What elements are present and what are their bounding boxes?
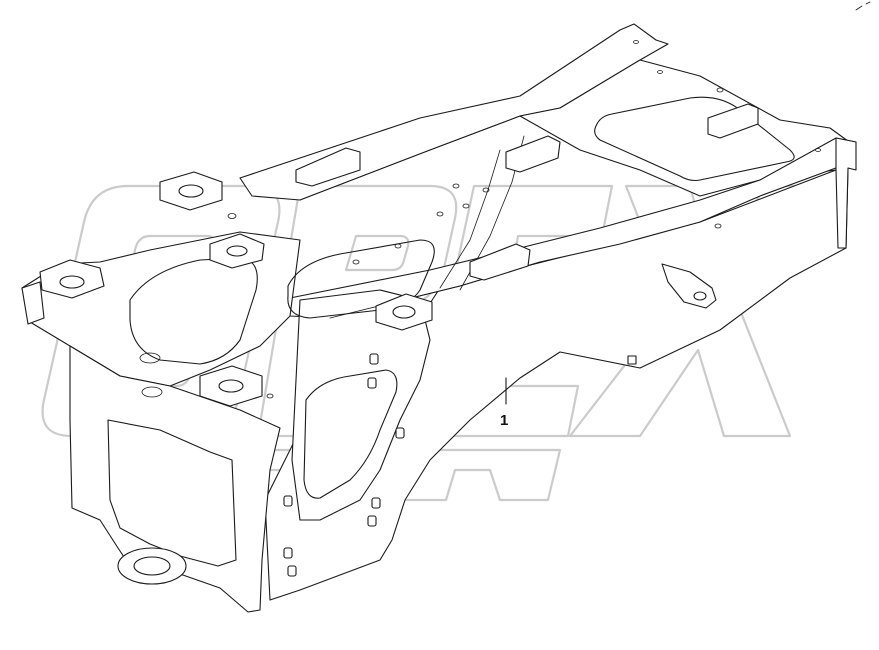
- pivot-boss-front-left: [39, 259, 105, 299]
- frame-bolt-holes: [139, 40, 821, 399]
- callout-label-1: 1: [500, 412, 508, 429]
- frame-rail-stiffener-3: [439, 149, 501, 289]
- frame-rear-recess: [594, 96, 795, 182]
- pivot-boss-center: [375, 293, 433, 331]
- frame-inner-window-center: [287, 239, 435, 319]
- front-left-post: [21, 281, 45, 325]
- frame-center-member-opening: [303, 369, 398, 499]
- small-bracket-tab: [627, 355, 637, 365]
- callout-part-1: 1: [500, 377, 508, 429]
- frame-rail-stiffener-1: [299, 115, 521, 201]
- side-wall-bosses: [283, 353, 405, 577]
- frame-hinge-bottom-bore: [133, 556, 171, 576]
- frame-inner-window-left: [129, 257, 258, 365]
- corner-mark: [855, 1, 871, 11]
- mount-pad-1: [295, 147, 361, 187]
- rear-end-plate: [835, 137, 857, 249]
- mount-pad-2: [469, 243, 531, 281]
- pivot-boss-front-mid: [209, 233, 265, 269]
- mount-pad-3: [505, 135, 561, 173]
- mount-pad-4: [707, 103, 759, 139]
- lifting-lug-hole: [693, 291, 707, 301]
- lifting-lug: [661, 263, 717, 309]
- pivot-boss-front-bottom: [199, 365, 263, 407]
- frame-left-member-cutout: [107, 419, 237, 567]
- pivot-boss-front-top: [159, 171, 223, 211]
- loader-rear-frame: [21, 23, 857, 613]
- frame-hinge-bottom-boss: [117, 547, 187, 585]
